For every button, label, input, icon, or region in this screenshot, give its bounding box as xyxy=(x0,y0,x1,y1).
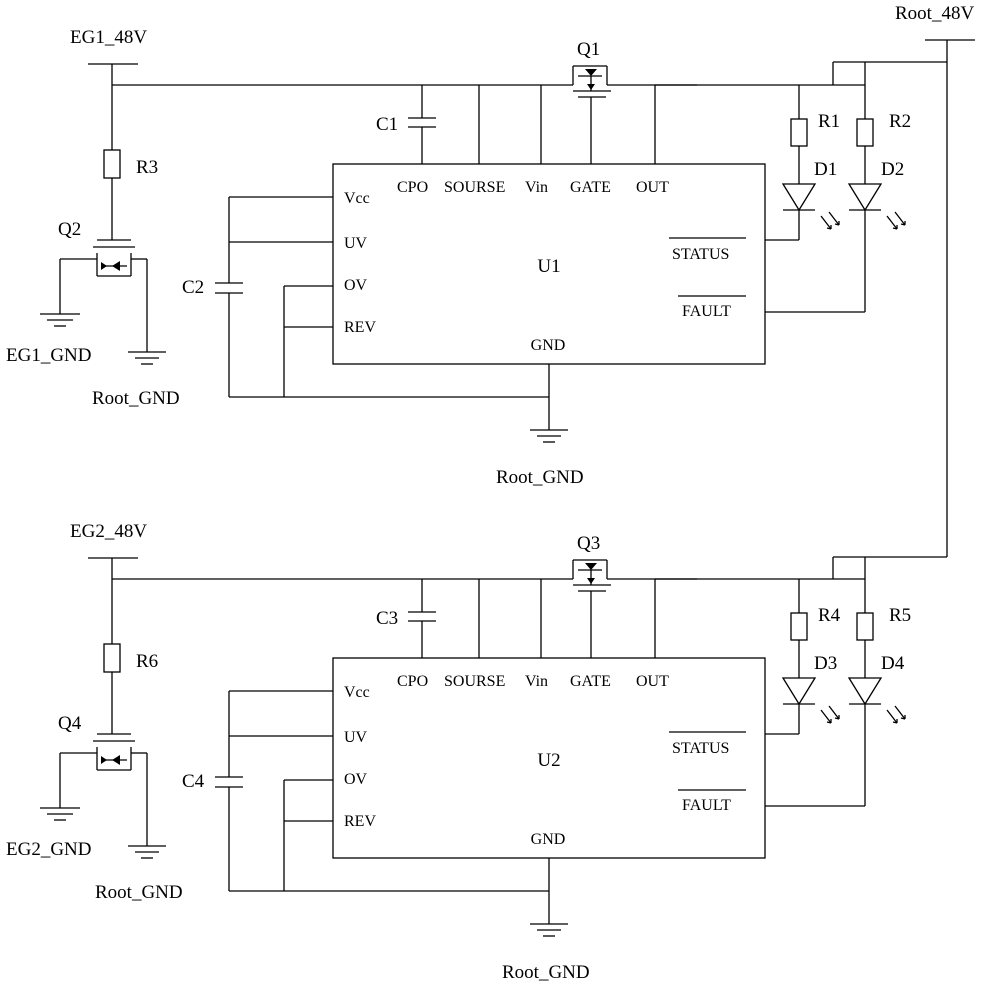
c3-capacitor: C3 xyxy=(376,579,436,658)
d1-led: D1 xyxy=(765,159,839,240)
u1-root-gnd-label: Root_GND xyxy=(496,467,584,488)
eg2-gnd-symbol: EG2_GND xyxy=(6,753,92,860)
pin-cpo-label: CPO xyxy=(397,179,428,196)
root-48v-rail: Root_48V xyxy=(833,3,975,557)
u1-chip: U1 CPO SOURSE Vin GATE OUT Vcc UV OV REV… xyxy=(333,164,765,364)
top-out-node xyxy=(655,62,865,85)
pin-uv-label: UV xyxy=(344,729,368,746)
q1-label: Q1 xyxy=(577,39,600,60)
pin-gate-label: GATE xyxy=(570,673,611,690)
q2-label: Q2 xyxy=(58,219,81,240)
net-label-eg1-48v: EG1_48V xyxy=(70,27,147,48)
u2-chip: U2 CPO SOURSE Vin GATE OUT Vcc UV OV REV… xyxy=(333,658,765,858)
d2-led: D2 xyxy=(765,159,905,312)
q2-root-gnd-symbol: Root_GND xyxy=(92,259,180,409)
d3-led: D3 xyxy=(765,653,839,734)
bottom-power-path: EG2_48V Q3 C3 xyxy=(6,521,911,983)
q4-mosfet-symbol: Q4 xyxy=(58,713,147,770)
d4-led: D4 xyxy=(765,653,905,806)
c4-label: C4 xyxy=(182,771,205,792)
pin-ov-label: OV xyxy=(344,277,368,294)
q3-label: Q3 xyxy=(577,533,600,554)
r3-resistor: R3 xyxy=(104,150,158,240)
pin-out-label: OUT xyxy=(636,179,669,196)
q4-label: Q4 xyxy=(58,713,82,734)
pin-vin-label: Vin xyxy=(525,179,548,196)
c1-label: C1 xyxy=(376,114,398,135)
eg1-gnd-label: EG1_GND xyxy=(6,345,92,366)
bottom-ic-top-pin-wires xyxy=(479,579,655,658)
c2-label: C2 xyxy=(182,277,204,298)
r2-label: R2 xyxy=(889,111,911,132)
d4-label: D4 xyxy=(881,653,905,674)
pin-status-label: STATUS xyxy=(672,740,729,757)
pin-gnd-label: GND xyxy=(531,831,566,848)
r3-label: R3 xyxy=(136,157,158,178)
pin-rev-label: REV xyxy=(344,813,376,830)
r6-label: R6 xyxy=(136,651,158,672)
d1-label: D1 xyxy=(814,159,837,180)
u1-label: U1 xyxy=(537,256,560,277)
pin-out-label: OUT xyxy=(636,673,669,690)
r4-label: R4 xyxy=(818,605,841,626)
c3-label: C3 xyxy=(376,608,398,629)
top-power-path: EG1_48V Q1 C1 xyxy=(6,27,911,488)
eg1-gnd-symbol: EG1_GND xyxy=(6,259,92,366)
q2-mosfet-symbol: Q2 xyxy=(58,219,147,276)
pin-gnd-label: GND xyxy=(531,337,566,354)
pin-vcc-label: Vcc xyxy=(344,684,370,701)
q4-root-gnd-symbol: Root_GND xyxy=(95,753,183,903)
net-label-root-48v: Root_48V xyxy=(895,3,974,24)
eg2-gnd-label: EG2_GND xyxy=(6,839,92,860)
pin-vcc-label: Vcc xyxy=(344,190,370,207)
pin-gate-label: GATE xyxy=(570,179,611,196)
pin-uv-label: UV xyxy=(344,235,368,252)
q2-root-gnd-label: Root_GND xyxy=(92,388,180,409)
top-ic-top-pin-wires xyxy=(479,85,655,164)
u2-root-gnd-label: Root_GND xyxy=(502,962,590,983)
pin-sourse-label: SOURSE xyxy=(444,673,505,690)
pin-rev-label: REV xyxy=(344,319,376,336)
pin-status-label: STATUS xyxy=(672,246,729,263)
net-label-eg2-48v: EG2_48V xyxy=(70,521,147,542)
c1-capacitor: C1 xyxy=(376,85,436,164)
pin-vin-label: Vin xyxy=(525,673,548,690)
pin-cpo-label: CPO xyxy=(397,673,428,690)
pin-fault-label: FAULT xyxy=(682,797,731,814)
r6-resistor: R6 xyxy=(104,644,158,734)
r5-label: R5 xyxy=(889,605,911,626)
r1-label: R1 xyxy=(818,111,840,132)
q3-mosfet-symbol: Q3 xyxy=(573,533,611,591)
pin-ov-label: OV xyxy=(344,771,368,788)
pin-sourse-label: SOURSE xyxy=(444,179,505,196)
q4-root-gnd-label: Root_GND xyxy=(95,882,183,903)
u2-ground-symbol: Root_GND xyxy=(502,924,590,983)
bottom-out-node xyxy=(655,557,865,579)
q1-mosfet-symbol: Q1 xyxy=(573,39,611,97)
pin-fault-label: FAULT xyxy=(682,303,731,320)
d3-label: D3 xyxy=(814,653,837,674)
u2-label: U2 xyxy=(537,750,560,771)
u1-ground-symbol: Root_GND xyxy=(496,430,584,488)
d2-label: D2 xyxy=(881,159,904,180)
